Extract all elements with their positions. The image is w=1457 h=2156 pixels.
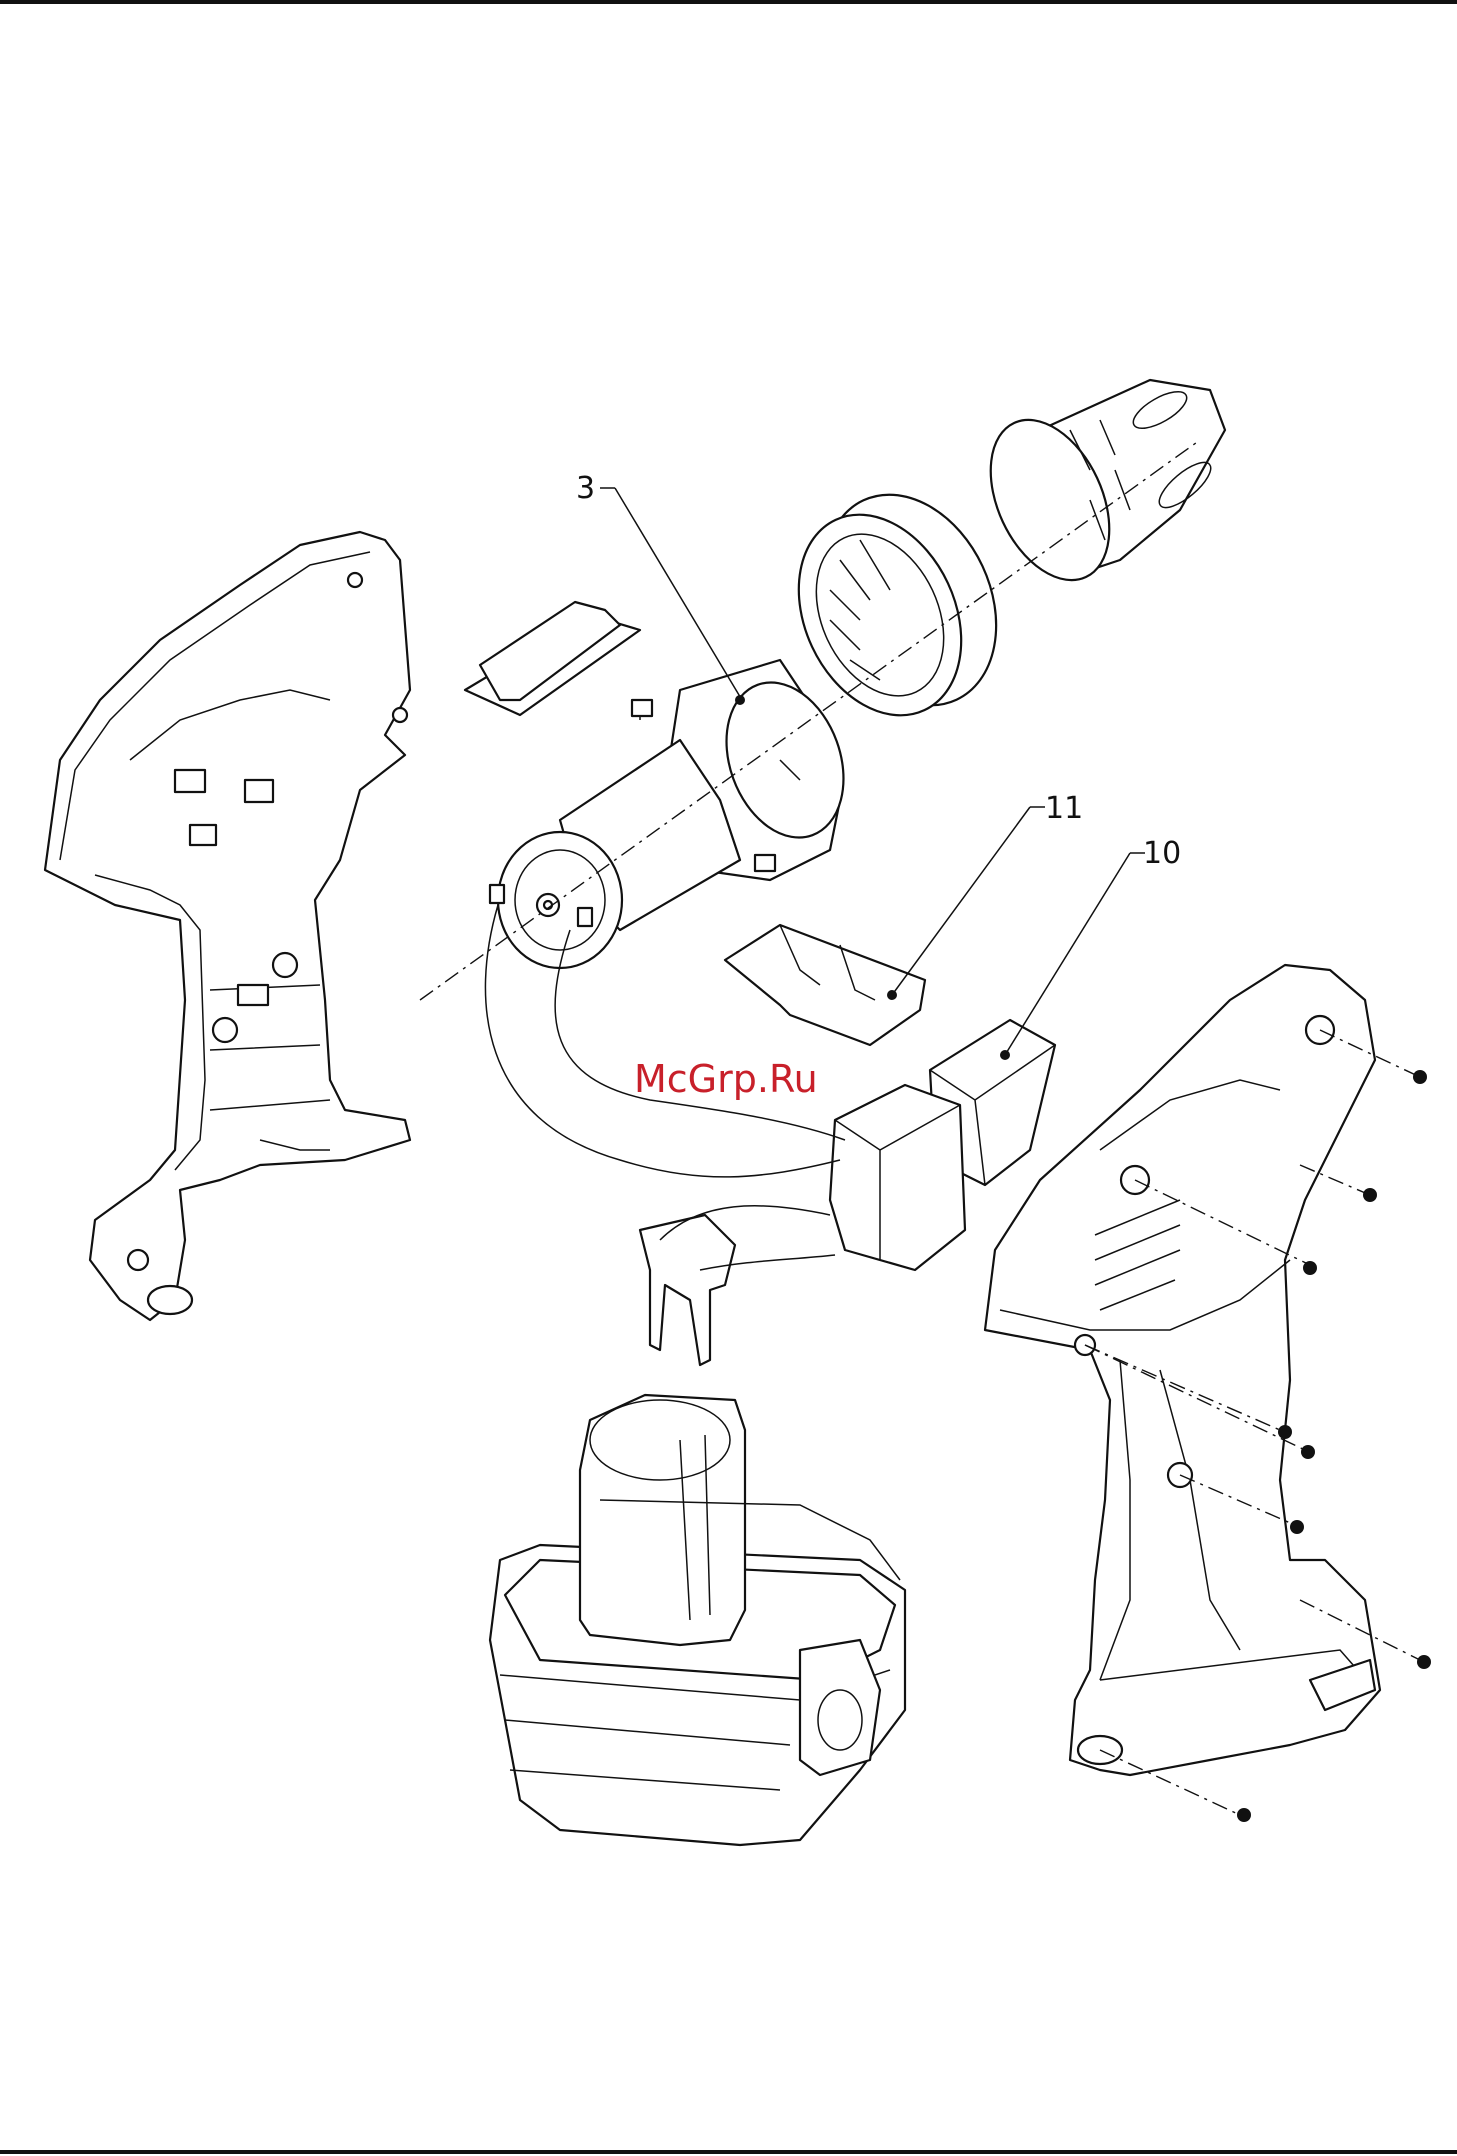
callout-10: 10: [1143, 836, 1181, 871]
callout-11: 11: [1045, 791, 1083, 826]
motor-gearbox: [490, 660, 864, 968]
callout-3: 3: [576, 471, 595, 506]
switch-plate: [725, 925, 925, 1045]
chuck-sleeve: [967, 380, 1225, 599]
cover-pad: [465, 602, 640, 715]
battery-pack: [490, 1395, 905, 1845]
watermark: McGrp.Ru: [634, 1057, 818, 1101]
left-housing-half: [45, 532, 410, 1320]
